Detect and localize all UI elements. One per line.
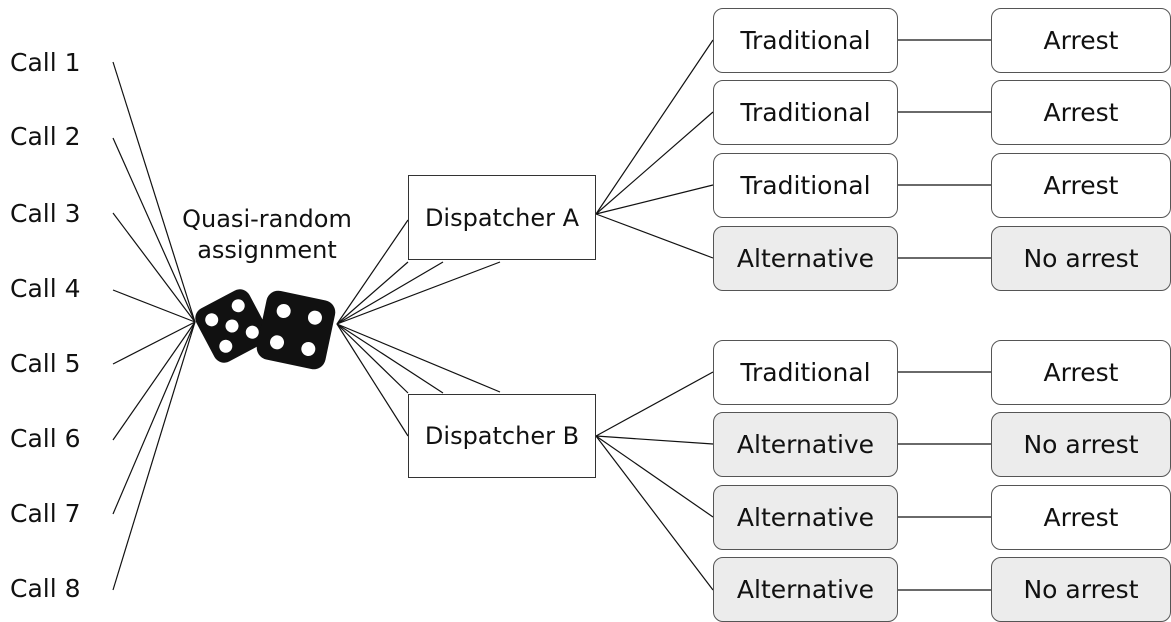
- call-connector-line: [112, 321, 196, 441]
- dispatcher-connector-line: [336, 261, 501, 325]
- approach-box: Alternative: [713, 557, 898, 622]
- branch-connector-line: [595, 213, 714, 259]
- call-connector-line: [112, 61, 196, 323]
- call-label: Call 5: [10, 349, 81, 378]
- outcome-box: Arrest: [991, 153, 1171, 218]
- assignment-label-line-2: assignment: [197, 236, 337, 264]
- approach-box: Alternative: [713, 412, 898, 477]
- branch-connector-line: [595, 371, 714, 437]
- dispatcher-connector-line: [336, 261, 409, 325]
- dispatcher-connector-line: [336, 219, 409, 325]
- dispatcher-connector-line: [336, 323, 501, 393]
- approach-box: Traditional: [713, 340, 898, 405]
- outcome-box: Arrest: [991, 485, 1171, 550]
- branch-connector-line: [595, 39, 714, 215]
- assignment-label-line-1: Quasi-random: [182, 205, 352, 233]
- dispatcher-b-box: Dispatcher B: [408, 394, 596, 478]
- approach-box: Traditional: [713, 80, 898, 145]
- approach-box: Alternative: [713, 485, 898, 550]
- call-label: Call 4: [10, 274, 81, 303]
- branch-connector-line: [595, 184, 714, 215]
- call-label: Call 1: [10, 48, 81, 77]
- assignment-label: Quasi-random assignment: [172, 204, 362, 266]
- outcome-box: No arrest: [991, 412, 1171, 477]
- call-connector-line: [112, 321, 196, 515]
- approach-box: Traditional: [713, 153, 898, 218]
- outcome-box: No arrest: [991, 557, 1171, 622]
- branch-connector-line: [595, 435, 714, 445]
- call-connector-line: [112, 212, 196, 323]
- approach-box: Traditional: [713, 8, 898, 73]
- branch-connector-line: [595, 111, 714, 215]
- approach-box: Alternative: [713, 226, 898, 291]
- call-connector-line: [112, 321, 196, 365]
- call-label: Call 2: [10, 122, 81, 151]
- call-connector-line: [112, 289, 196, 323]
- branch-connector-line: [595, 435, 714, 518]
- branch-connector-line: [595, 435, 714, 591]
- dispatcher-connector-line: [336, 323, 409, 394]
- dice-icon: [195, 289, 336, 370]
- call-label: Call 7: [10, 499, 81, 528]
- dispatcher-connector-line: [336, 323, 409, 437]
- outcome-box: Arrest: [991, 340, 1171, 405]
- outcome-box: Arrest: [991, 80, 1171, 145]
- call-label: Call 3: [10, 199, 81, 228]
- call-label: Call 8: [10, 574, 81, 603]
- call-label: Call 6: [10, 424, 81, 453]
- dispatcher-a-box: Dispatcher A: [408, 175, 596, 260]
- dispatcher-connector-line: [336, 261, 444, 325]
- dispatcher-connector-line: [336, 323, 444, 394]
- call-connector-line: [112, 321, 196, 591]
- call-connector-line: [112, 137, 196, 323]
- outcome-box: No arrest: [991, 226, 1171, 291]
- outcome-box: Arrest: [991, 8, 1171, 73]
